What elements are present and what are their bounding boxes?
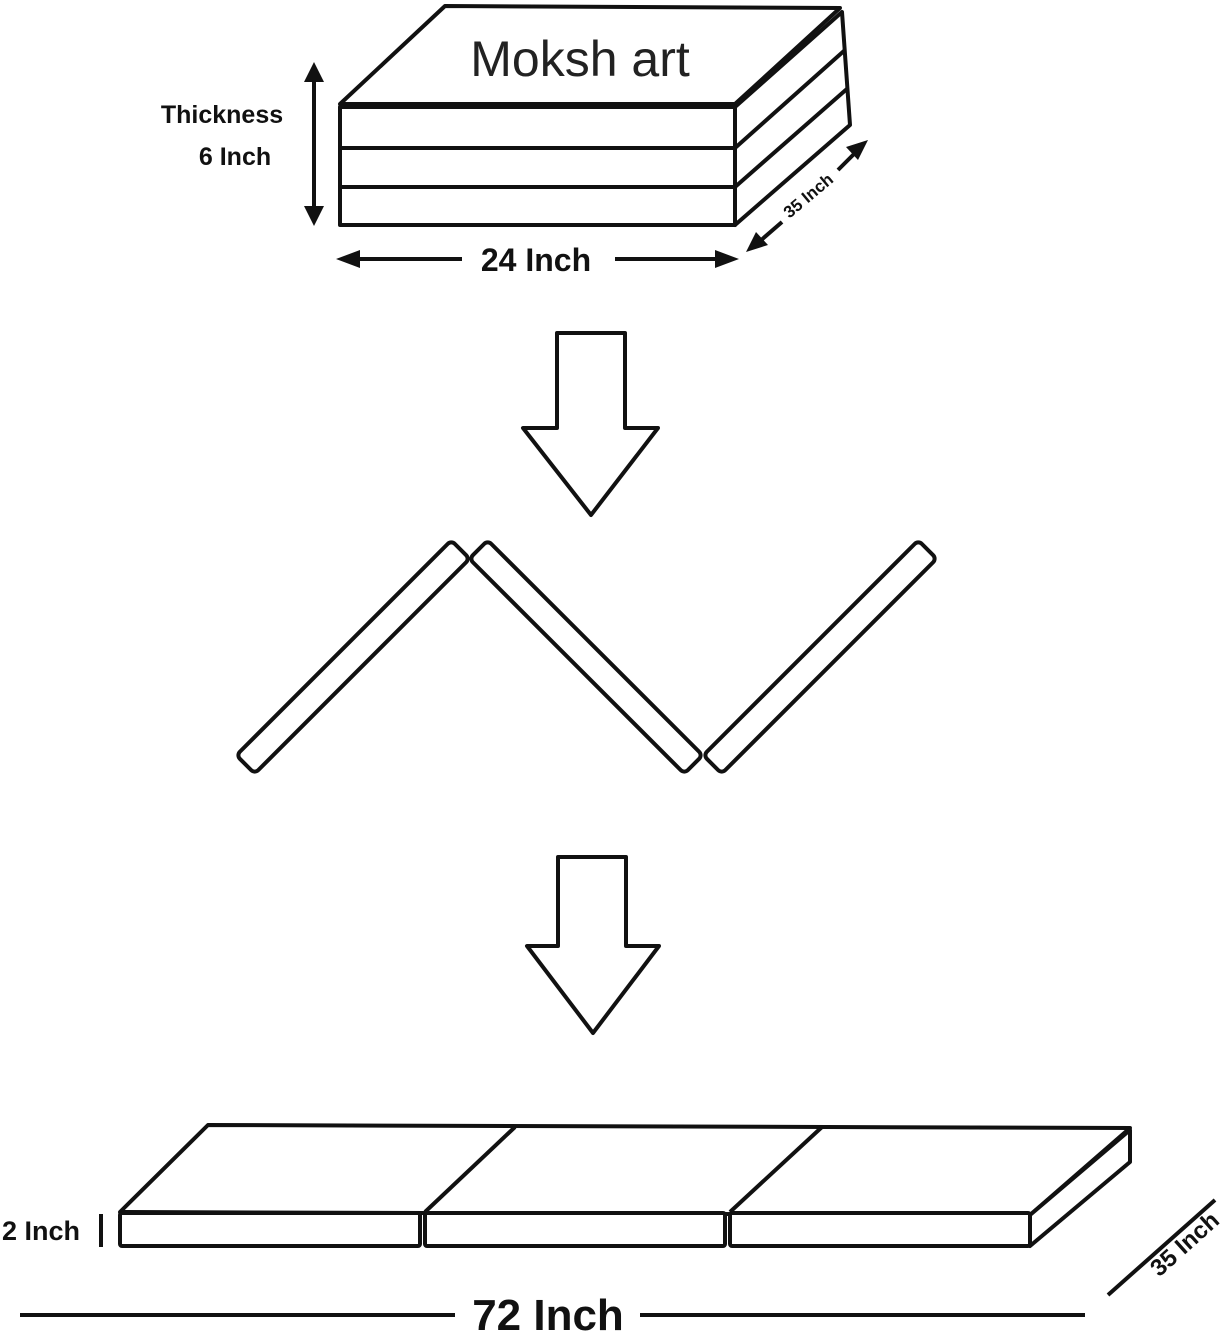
depth-arrow xyxy=(746,140,868,252)
unfolding-mattress xyxy=(236,540,937,774)
width-arrow xyxy=(336,250,739,268)
folded-top-face xyxy=(338,4,842,106)
fold-panel xyxy=(236,540,470,774)
unfolded-mattress xyxy=(118,1123,1132,1248)
unfolded-depth-label: 35 Inch xyxy=(1145,1207,1225,1282)
thickness-arrow xyxy=(304,62,324,226)
width-label: 24 Inch xyxy=(481,242,591,278)
depth-line xyxy=(1106,1198,1217,1297)
mat-panel xyxy=(728,1211,1032,1248)
fold-panel xyxy=(703,540,937,774)
mat-panel xyxy=(423,1211,727,1248)
unfolded-top-face xyxy=(118,1123,1132,1217)
layer-line xyxy=(733,48,847,150)
length-label: 72 Inch xyxy=(472,1291,624,1336)
thickness-value: 6 Inch xyxy=(199,143,271,171)
down-arrow-icon xyxy=(521,331,660,517)
fold-panel xyxy=(469,540,703,774)
folded-front-face xyxy=(338,105,737,227)
down-arrow-icon xyxy=(525,855,661,1035)
mat-panel xyxy=(118,1211,422,1248)
folded-mattress: Moksh art xyxy=(338,4,852,227)
unfolded-thickness-label: 2 Inch xyxy=(2,1216,80,1246)
thickness-label: Thickness xyxy=(161,101,283,129)
brand-label: Moksh art xyxy=(470,31,690,87)
layer-line xyxy=(733,86,850,189)
